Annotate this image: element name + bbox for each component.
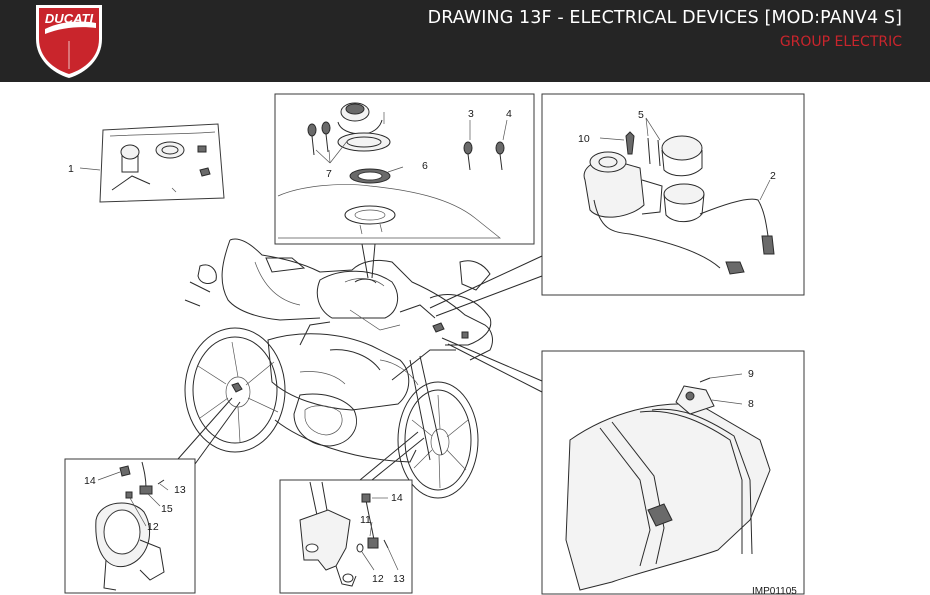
callout-12-front: 12: [372, 573, 384, 585]
callout-1: 1: [68, 163, 74, 175]
detail-ignition-switch-box: 10 5 2: [541, 93, 805, 296]
callout-2: 2: [770, 170, 776, 182]
page-title: DRAWING 13F - ELECTRICAL DEVICES [MOD:PA…: [427, 8, 902, 28]
key-icon: [307, 121, 331, 156]
callout-14-front: 14: [391, 492, 403, 504]
detail-front-sensor-box: 14 11 12 13: [279, 479, 413, 594]
image-code: IMP01105: [752, 586, 797, 595]
callout-7: 7: [326, 168, 332, 180]
callout-3: 3: [468, 108, 474, 120]
brand-text: DUCATI: [45, 11, 94, 26]
header-bar: DUCATI DRAWING 13F - ELECTRICAL DEVICES …: [0, 0, 930, 82]
detail-dashboard: 1: [68, 123, 225, 203]
detail-filler-cap-box: 7 6 3 4: [274, 93, 535, 245]
callout-13-rear: 13: [174, 484, 186, 496]
callout-15: 15: [161, 503, 173, 515]
key-icon: [463, 141, 505, 171]
group-subtitle: GROUP ELECTRIC: [779, 34, 902, 50]
callout-6: 6: [422, 160, 428, 172]
detail-rear-sensor-box: 14 13 15 12: [64, 458, 196, 594]
callout-8: 8: [748, 398, 754, 410]
motorcycle-outline: [184, 238, 493, 499]
connector-lines: [177, 243, 543, 481]
callout-12-rear: 12: [147, 521, 159, 533]
detail-airbox-box: 9 8 IMP01105: [541, 350, 805, 595]
callout-4: 4: [506, 108, 512, 120]
callout-14-rear: 14: [84, 475, 96, 487]
callout-11: 11: [360, 514, 371, 526]
callout-13-front: 13: [393, 573, 405, 585]
callout-5: 5: [638, 109, 644, 121]
callout-9: 9: [748, 368, 754, 380]
exploded-parts-drawing: 7 6 3 4 1 10: [64, 93, 805, 595]
callout-10: 10: [578, 133, 590, 145]
ducati-logo: DUCATI: [36, 5, 102, 78]
